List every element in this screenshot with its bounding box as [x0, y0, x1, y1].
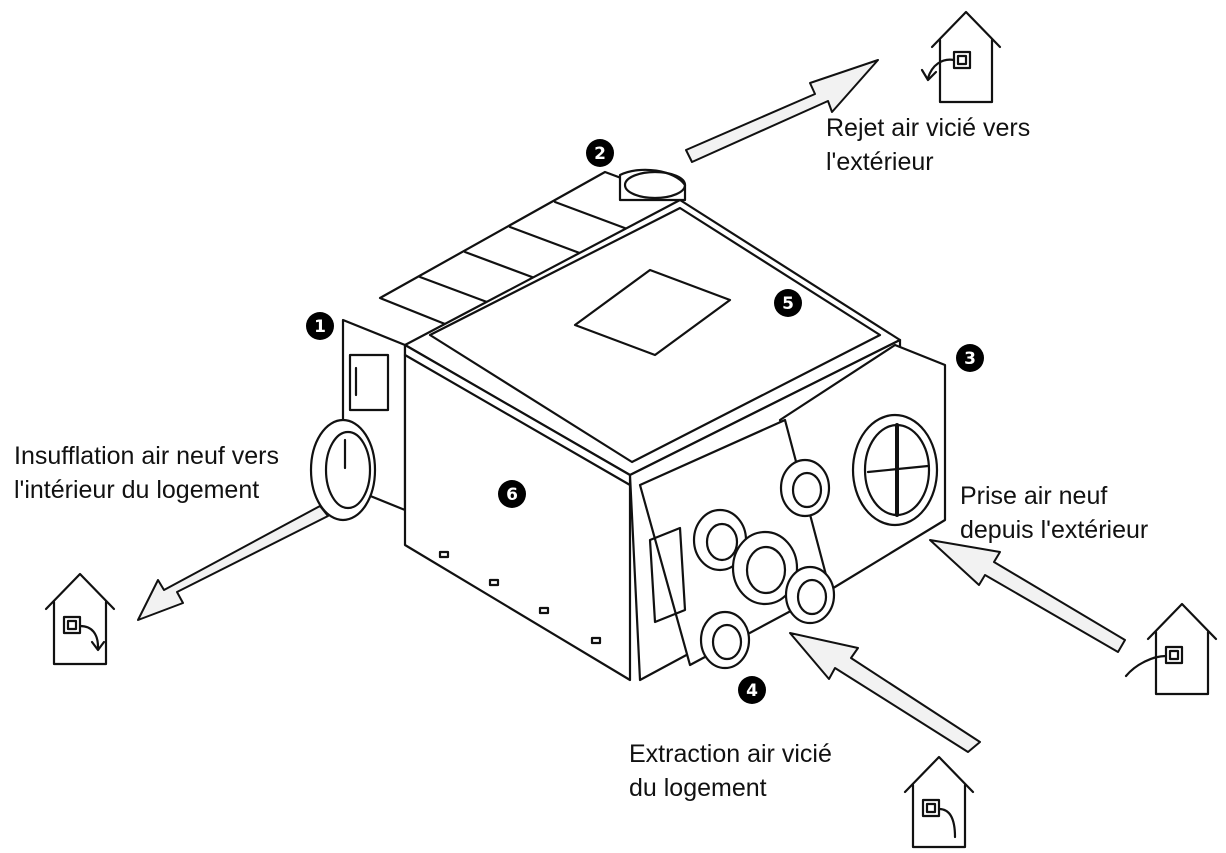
extract-arrow	[789, 632, 981, 753]
fresh-intake-label: Prise air neuf depuis l'extérieur	[960, 479, 1148, 547]
fresh-intake-line1: Prise air neuf	[960, 482, 1108, 510]
badge-3: 3	[956, 344, 984, 372]
badge-5: 5	[774, 289, 802, 317]
house-icon	[903, 755, 975, 849]
badge-2: 2	[586, 139, 614, 167]
house-icon	[1124, 602, 1218, 696]
badge-1: 1	[306, 312, 334, 340]
fresh-intake-arrow	[929, 539, 1126, 653]
fresh-intake-line2: depuis l'extérieur	[960, 516, 1149, 544]
supply-in-line1: Insufflation air neuf vers	[14, 442, 279, 470]
badge-4-label: 4	[746, 681, 758, 701]
exhaust-out-arrow	[685, 59, 879, 163]
exhaust-out-line2: l'extérieur	[826, 148, 934, 176]
panel-slots	[438, 550, 602, 645]
supply-in-line2: l'intérieur du logement	[14, 476, 260, 504]
extract-label: Extraction air vicié du logement	[629, 737, 832, 805]
badge-6-label: 6	[506, 485, 518, 505]
supply-in-label: Insufflation air neuf vers l'intérieur d…	[14, 439, 279, 507]
badge-1-label: 1	[314, 317, 326, 337]
exhaust-out-line1: Rejet air vicié vers	[826, 114, 1031, 142]
supply-duct	[309, 418, 377, 522]
extraction-ports	[692, 458, 836, 670]
supply-in-arrow	[137, 505, 329, 621]
top-label-panel	[573, 268, 732, 357]
house-icon	[920, 10, 1002, 104]
flow-arrows	[137, 59, 1126, 753]
component-badges: 1 2 3 4 5 6	[306, 139, 984, 704]
badge-6: 6	[498, 480, 526, 508]
house-icon	[44, 572, 116, 666]
exhaust-duct	[618, 168, 687, 202]
extract-line1: Extraction air vicié	[629, 740, 832, 768]
badge-3-label: 3	[964, 349, 976, 369]
exhaust-out-label: Rejet air vicié vers l'extérieur	[826, 111, 1030, 179]
badge-5-label: 5	[782, 294, 794, 314]
ventilation-unit	[309, 168, 947, 682]
fresh-air-intake-duct	[851, 413, 939, 527]
badge-4: 4	[738, 676, 766, 704]
left-side-panel	[403, 343, 632, 682]
extract-line2: du logement	[629, 774, 767, 802]
badge-2-label: 2	[594, 144, 606, 164]
